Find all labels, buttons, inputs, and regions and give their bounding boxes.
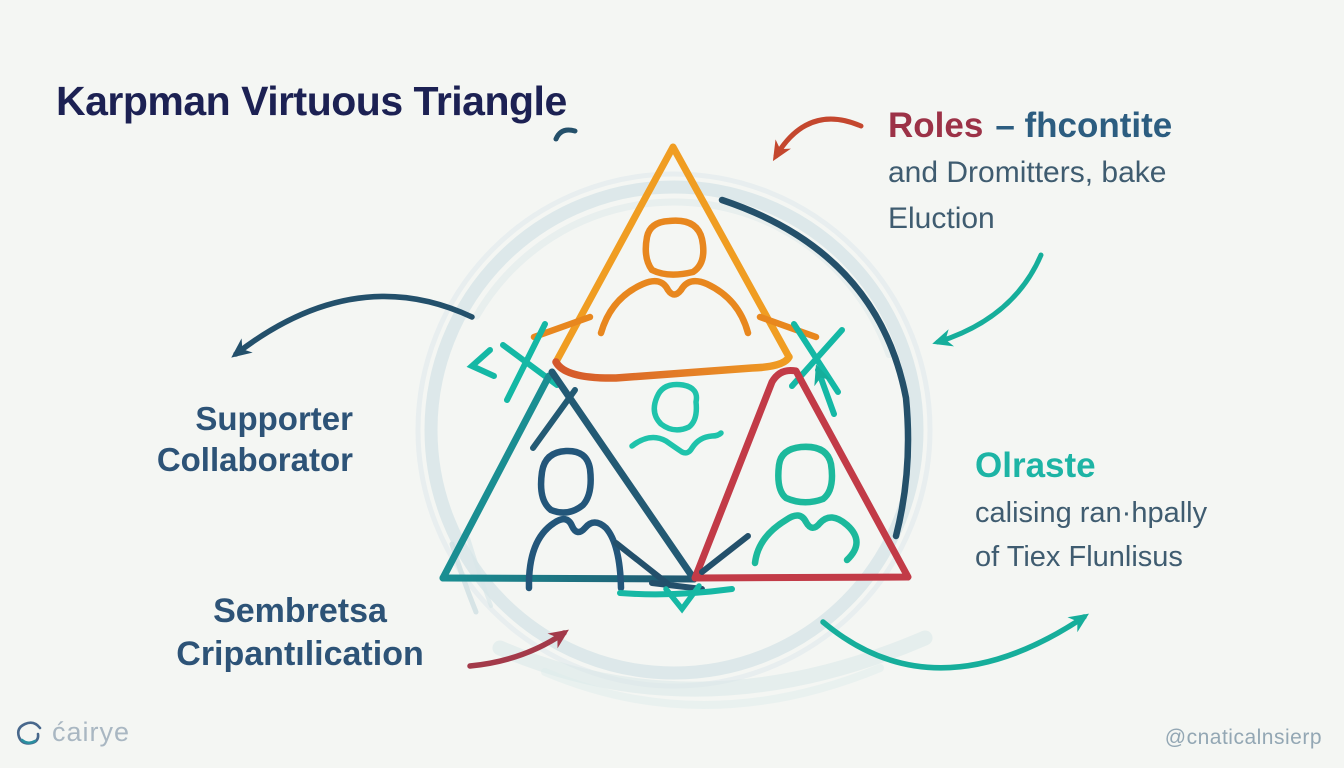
arrow-bottom-left-darkred xyxy=(467,629,569,669)
label-sembretsa: Sembretsa xyxy=(213,592,387,630)
watermark-left-text: ćairye xyxy=(52,716,131,747)
arrow-left-navy xyxy=(231,293,475,358)
swirl-logo-icon xyxy=(16,721,42,745)
label-collaborator: Collaborator xyxy=(156,441,353,478)
label-roles-line1: and Dromitters, bake xyxy=(888,156,1167,189)
page-title: Karpman Virtuous Triangle xyxy=(56,78,567,124)
top-person-icon xyxy=(530,217,820,341)
left-triangle xyxy=(439,368,698,583)
right-person-icon xyxy=(751,443,860,567)
label-supporter-block: Supporter Collaborator xyxy=(110,398,353,480)
arrow-top-right-red xyxy=(772,116,864,162)
label-olraste-line1: calising ran·hpally xyxy=(975,497,1208,529)
label-roles-line2: Eluction xyxy=(888,202,995,235)
bottom-sketch-marks xyxy=(613,533,751,614)
label-olraste-line2: of Tiex Flunlisus xyxy=(975,541,1183,573)
label-olraste-heading: Olraste xyxy=(975,446,1096,485)
label-cripantilication: Cripantılication xyxy=(176,635,424,673)
label-olraste-block: Olraste calising ran·hpally of Tiex Flun… xyxy=(975,441,1207,579)
center-person-icon xyxy=(629,381,724,456)
right-triangle xyxy=(691,367,912,582)
label-roles-primary: Roles xyxy=(888,106,984,145)
label-sembretsa-block: Sembretsa Cripantılication xyxy=(130,590,470,676)
arrow-right-teal xyxy=(932,252,1044,347)
label-roles-heading: Roles – fhcontite xyxy=(888,102,1172,150)
label-roles-block: Roles – fhcontite and Dromitters, bake El… xyxy=(888,102,1172,242)
navy-arc xyxy=(718,196,912,540)
top-triangle xyxy=(552,143,793,382)
left-person-icon xyxy=(525,447,625,592)
label-roles-secondary: – fhcontite xyxy=(995,106,1173,145)
navy-curl xyxy=(553,127,578,142)
label-supporter: Supporter xyxy=(195,400,353,437)
watermark-left: ćairye xyxy=(12,714,130,750)
arrow-bottom-right-teal xyxy=(820,613,1089,671)
watermark-right: @cnaticalnsierp xyxy=(1164,726,1322,749)
